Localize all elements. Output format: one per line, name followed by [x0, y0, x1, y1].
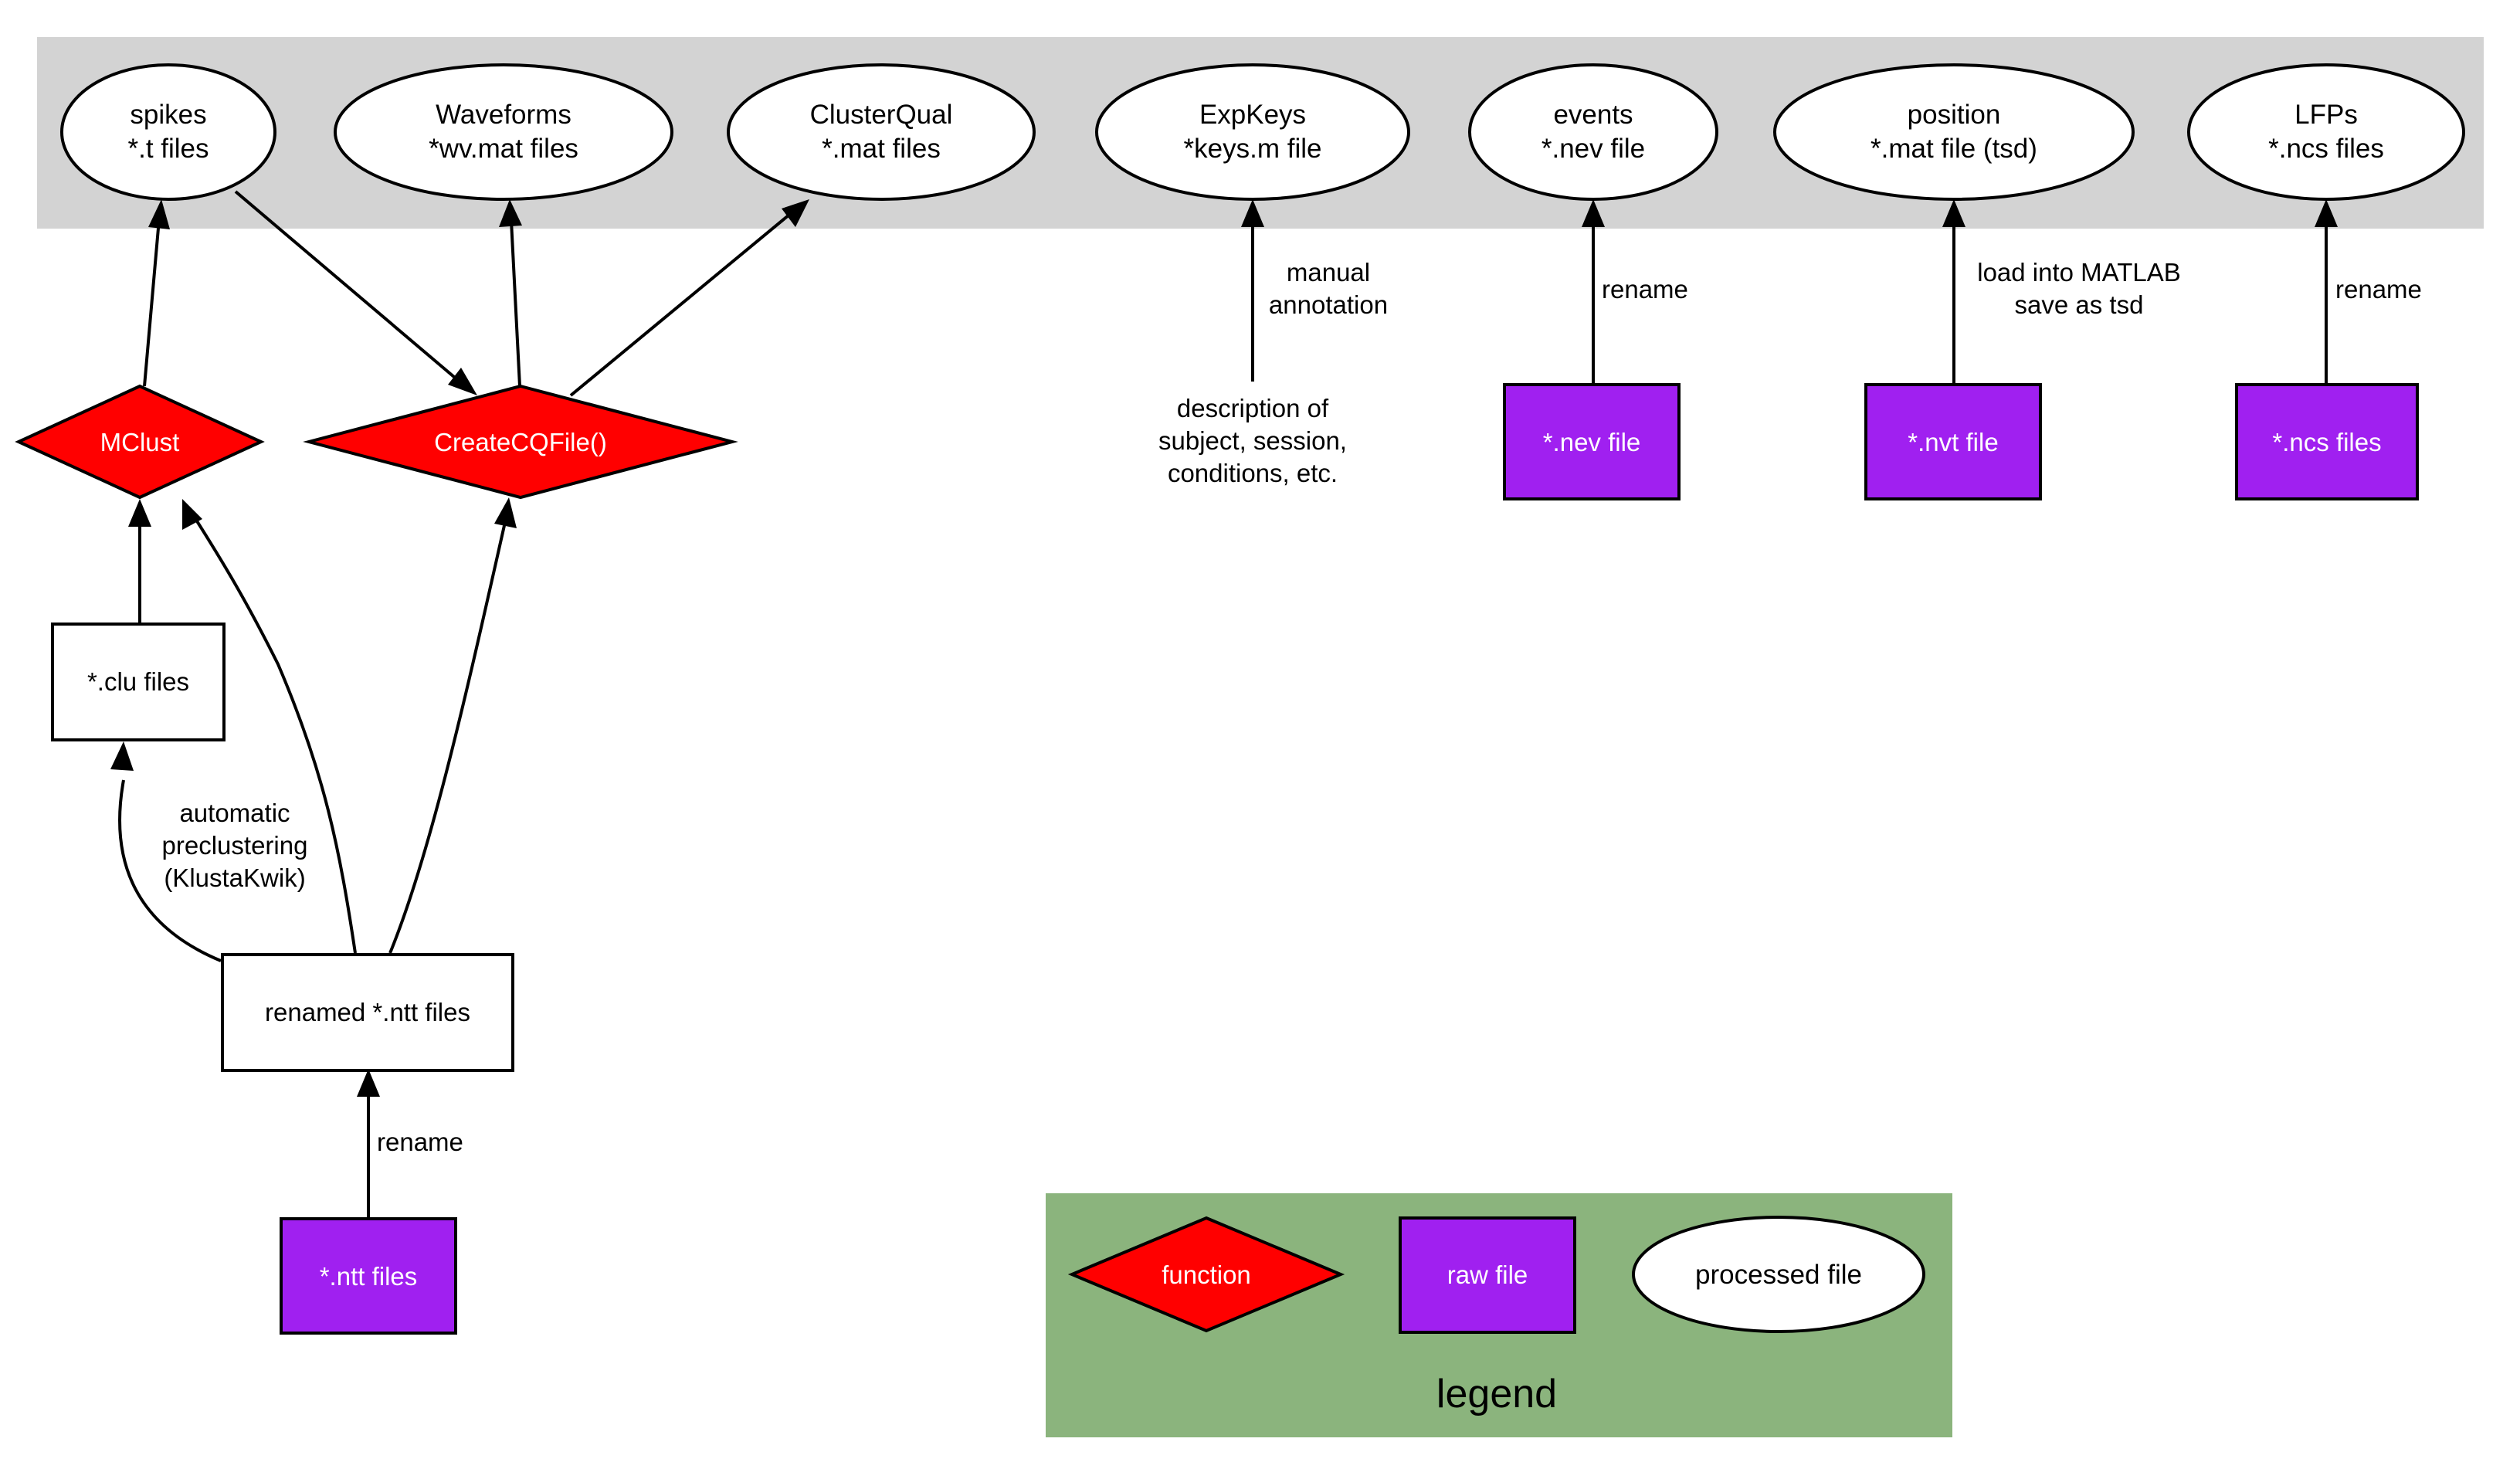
- description-line-2: subject, session,: [1158, 426, 1347, 455]
- node-spikes: spikes *.t files: [60, 63, 276, 201]
- arrowhead-createcq-top: [448, 368, 477, 395]
- clusterqual-label-2: *.mat files: [822, 134, 941, 164]
- legend-title: legend: [1436, 1372, 1557, 1416]
- spikes-label-2: *.t files: [127, 134, 209, 164]
- edge-label-rename-ncs: rename: [2335, 275, 2422, 304]
- arrowhead-createcq-from-renamed: [494, 497, 517, 528]
- node-nvt-raw: *.nvt file: [1864, 383, 2042, 500]
- events-label-1: events: [1553, 100, 1633, 130]
- description-line-1: description of: [1177, 394, 1329, 422]
- legend-processed-file: processed file: [1632, 1216, 1925, 1333]
- legend-raw-file: raw file: [1399, 1216, 1576, 1334]
- nev-raw-label: *.nev file: [1543, 428, 1641, 456]
- waveforms-label-2: *wv.mat files: [429, 134, 578, 164]
- arrowheads: [110, 199, 2338, 1097]
- edge-label-rename-nev: rename: [1602, 275, 1688, 304]
- position-label-2: *.mat file (tsd): [1870, 134, 2037, 164]
- edge-mclust-spikes: [143, 219, 161, 387]
- arrowhead-waveforms: [499, 199, 522, 227]
- node-clusterqual: ClusterQual *.mat files: [727, 63, 1036, 201]
- edge-renamed-mclust: [193, 516, 357, 954]
- waveforms-label-1: Waveforms: [436, 100, 571, 130]
- legend-raw-file-label: raw file: [1447, 1260, 1528, 1289]
- legend-function-label: function: [1162, 1260, 1251, 1289]
- position-label-1: position: [1908, 100, 2001, 130]
- edge-renamed-clu: [118, 779, 222, 962]
- edge-label-load-2: save as tsd: [2015, 290, 2144, 319]
- edge-createcq-waveforms: [510, 220, 521, 387]
- edge-createcq-clusterqual: [569, 213, 791, 397]
- legend-processed-file-label: processed file: [1695, 1260, 1862, 1290]
- mclust-label: MClust: [100, 428, 180, 456]
- node-lfps: LFPs *.ncs files: [2187, 63, 2465, 201]
- node-renamed-ntt: renamed *.ntt files: [221, 953, 514, 1072]
- lfps-label-2: *.ncs files: [2268, 134, 2384, 164]
- arrowhead-lfps: [2315, 199, 2338, 227]
- ntt-raw-label: *.ntt files: [320, 1262, 418, 1291]
- arrowhead-mclust-from-renamed: [182, 499, 202, 530]
- spikes-label-1: spikes: [130, 100, 206, 130]
- arrowhead-clusterqual: [782, 199, 809, 227]
- edge-label-manual-1: manual: [1287, 258, 1370, 287]
- legend-function: function: [1067, 1216, 1345, 1333]
- arrowhead-clu: [110, 741, 134, 771]
- edge-spikes-createcq: [234, 190, 461, 383]
- renamed-ntt-label: renamed *.ntt files: [265, 998, 470, 1026]
- node-ntt-raw: *.ntt files: [280, 1217, 457, 1335]
- edge-label-manual-2: annotation: [1269, 290, 1388, 319]
- edge-label-auto-2: preclustering: [162, 831, 308, 860]
- clusterqual-label-1: ClusterQual: [810, 100, 953, 130]
- edge-label-load-1: load into MATLAB: [1977, 258, 2181, 287]
- edge-label-auto-1: automatic: [179, 799, 290, 827]
- node-createcq: CreateCQFile(): [303, 384, 738, 500]
- expkeys-label-2: *keys.m file: [1184, 134, 1322, 164]
- arrowhead-expkeys: [1241, 199, 1264, 227]
- node-nev-raw: *.nev file: [1503, 383, 1681, 500]
- node-events: events *.nev file: [1468, 63, 1718, 201]
- node-waveforms: Waveforms *wv.mat files: [334, 63, 673, 201]
- edge-label-auto-3: (KlustaKwik): [164, 863, 305, 892]
- nvt-raw-label: *.nvt file: [1908, 428, 1998, 456]
- description-line-3: conditions, etc.: [1168, 459, 1338, 487]
- expkeys-label-1: ExpKeys: [1199, 100, 1306, 130]
- edges: [118, 190, 2328, 1219]
- events-label-2: *.nev file: [1542, 134, 1645, 164]
- edge-label-rename-ntt: rename: [377, 1128, 463, 1156]
- node-position: position *.mat file (tsd): [1773, 63, 2135, 201]
- node-expkeys: ExpKeys *keys.m file: [1095, 63, 1410, 201]
- edge-renamed-createcq: [388, 521, 507, 954]
- node-ncs-raw: *.ncs files: [2235, 383, 2419, 500]
- node-clu: *.clu files: [51, 623, 226, 741]
- clu-label: *.clu files: [87, 667, 189, 696]
- arrowhead-events: [1582, 199, 1605, 227]
- arrowhead-renamed: [357, 1069, 380, 1097]
- arrowhead-mclust-from-clu: [128, 499, 151, 527]
- node-description: description of subject, session, conditi…: [1158, 394, 1347, 487]
- node-mclust: MClust: [15, 384, 265, 500]
- arrowhead-spikes: [148, 199, 170, 229]
- lfps-label-1: LFPs: [2294, 100, 2358, 130]
- createcq-label: CreateCQFile(): [434, 428, 607, 456]
- ncs-raw-label: *.ncs files: [2272, 428, 2381, 456]
- arrowhead-position: [1942, 199, 1965, 227]
